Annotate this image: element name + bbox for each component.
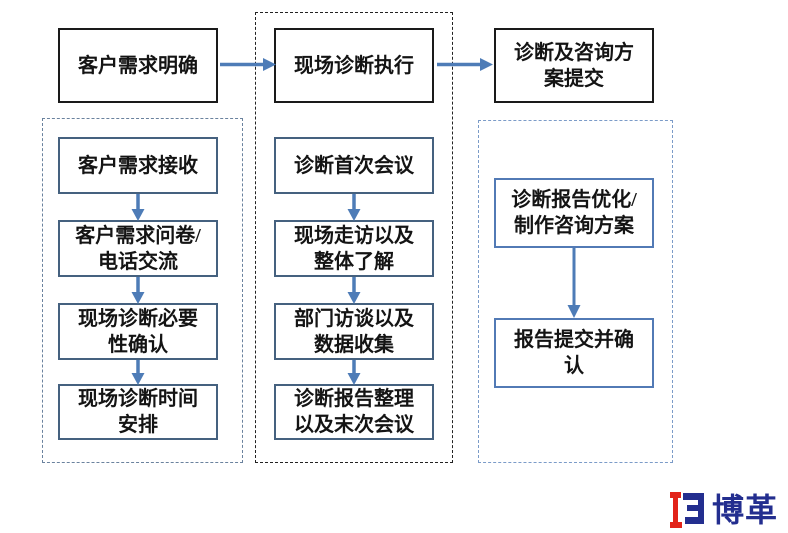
dashed-group-phase1 bbox=[42, 118, 243, 463]
phase-box-plan-submission: 诊断及咨询方 案提交 bbox=[494, 28, 654, 103]
arrow-col2-step1-step2 bbox=[347, 194, 361, 221]
step-schedule-onsite-time: 现场诊断时间 安排 bbox=[58, 384, 218, 440]
step-report-submission-confirm: 报告提交并确 认 bbox=[494, 318, 654, 388]
arrow-col1-step1-step2 bbox=[131, 194, 145, 221]
step-site-walkthrough: 现场走访以及 整体了解 bbox=[274, 220, 434, 277]
arrow-phase1-to-phase2 bbox=[220, 58, 276, 71]
boge-logo-text: 博革 bbox=[712, 492, 779, 528]
step-first-diagnosis-meeting: 诊断首次会议 bbox=[274, 137, 434, 194]
dashed-group-phase3 bbox=[478, 120, 673, 463]
step-department-interviews: 部门访谈以及 数据收集 bbox=[274, 303, 434, 360]
step-report-optimization-plan: 诊断报告优化/ 制作咨询方案 bbox=[494, 178, 654, 248]
phase-box-onsite-diagnosis: 现场诊断执行 bbox=[274, 28, 434, 103]
arrow-col3-step1-step2 bbox=[567, 248, 581, 318]
dashed-group-phase2 bbox=[255, 12, 453, 463]
arrow-col2-step3-step4 bbox=[347, 360, 361, 385]
arrow-phase2-to-phase3 bbox=[437, 58, 493, 71]
boge-logo: 博革 bbox=[670, 492, 778, 528]
step-report-and-final-meeting: 诊断报告整理 以及末次会议 bbox=[274, 384, 434, 440]
step-questionnaire-phone: 客户需求问卷/ 电话交流 bbox=[58, 220, 218, 277]
arrow-col2-step2-step3 bbox=[347, 277, 361, 304]
step-receive-customer-needs: 客户需求接收 bbox=[58, 137, 218, 194]
step-necessity-confirmation: 现场诊断必要 性确认 bbox=[58, 303, 218, 360]
boge-logo-icon bbox=[670, 492, 704, 528]
arrow-col1-step2-step3 bbox=[131, 277, 145, 304]
arrow-col1-step3-step4 bbox=[131, 360, 145, 385]
phase-box-customer-needs: 客户需求明确 bbox=[58, 28, 218, 103]
